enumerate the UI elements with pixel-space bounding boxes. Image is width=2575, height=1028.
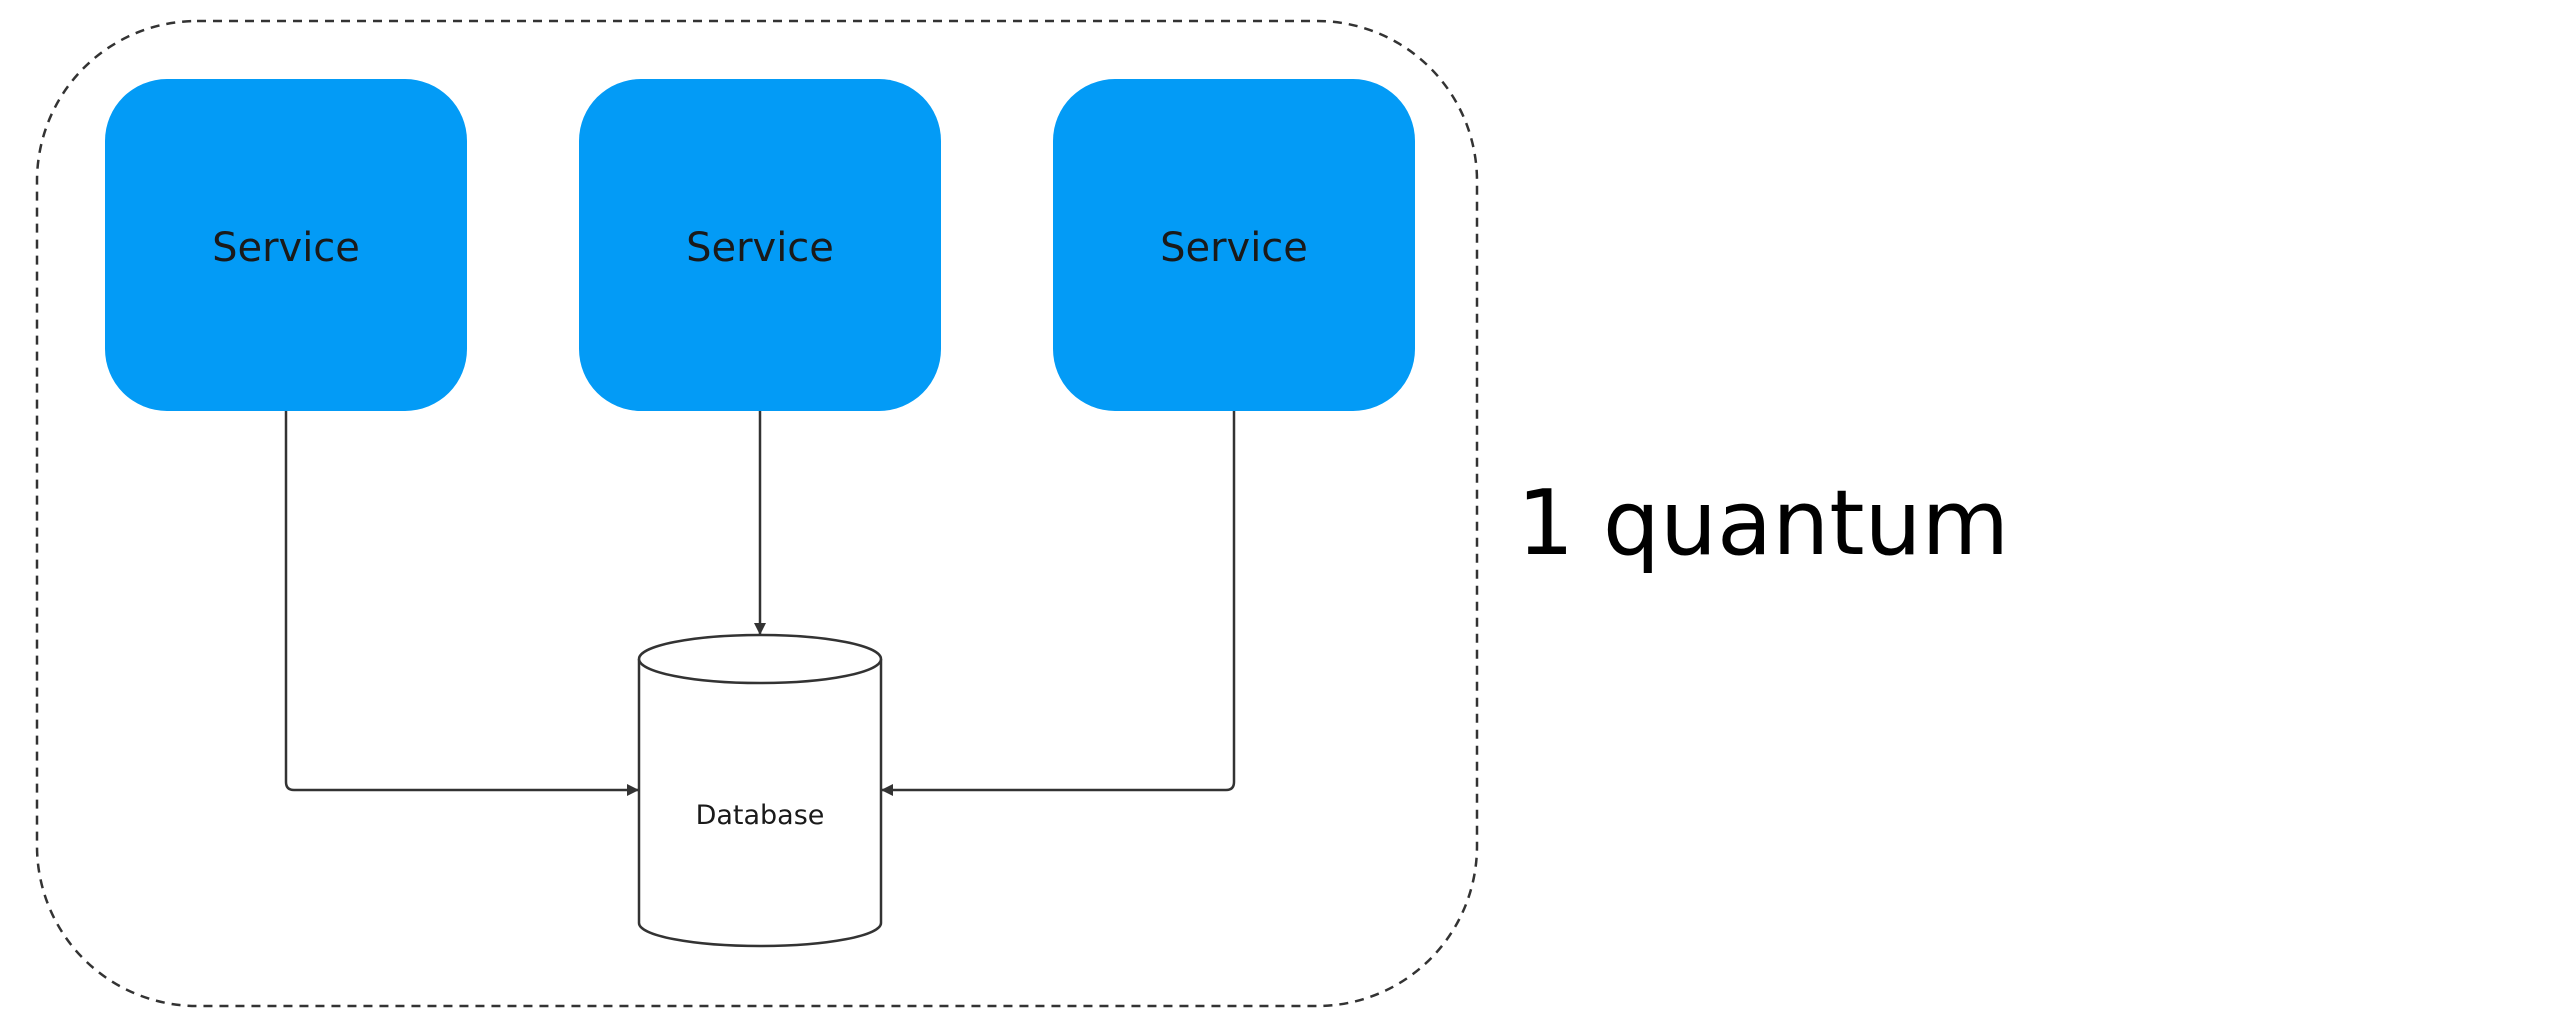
database-label: Database bbox=[696, 800, 825, 831]
service-box bbox=[105, 79, 467, 411]
service-node-2: Service bbox=[579, 79, 941, 411]
service-label: Service bbox=[1160, 225, 1308, 271]
service-node-3: Service bbox=[1053, 79, 1415, 411]
quantum-boundary bbox=[35, 19, 1479, 1008]
database-cylinder-body bbox=[637, 659, 883, 948]
connector-service1-to-database bbox=[284, 411, 639, 796]
service-node-1: Service bbox=[105, 79, 467, 411]
service-label: Service bbox=[686, 225, 834, 271]
service-box bbox=[579, 79, 941, 411]
service-box bbox=[1053, 79, 1415, 411]
quantum-label: 1 quantum bbox=[1517, 471, 2009, 576]
service-label: Service bbox=[212, 225, 360, 271]
database-node: Database bbox=[637, 633, 883, 948]
database-cylinder-top bbox=[637, 633, 883, 685]
connector-service3-to-database bbox=[881, 411, 1236, 796]
